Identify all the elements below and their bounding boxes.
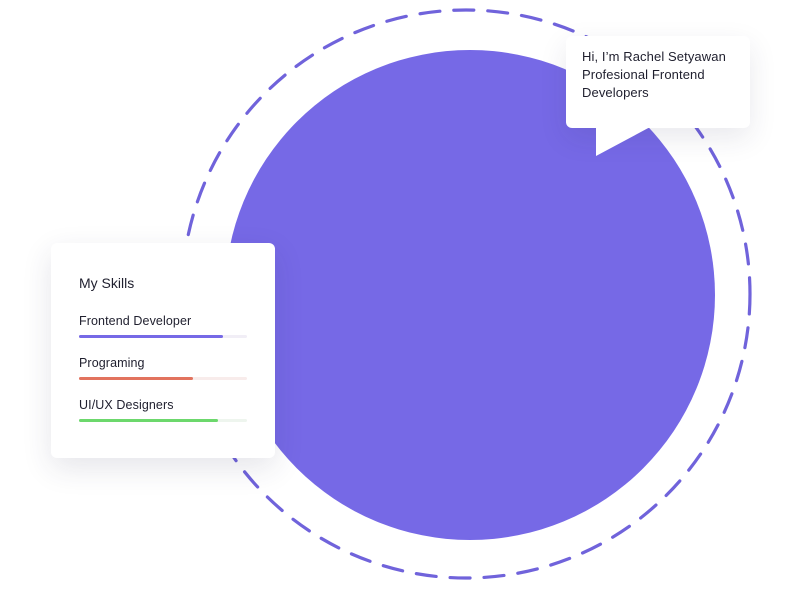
skills-title: My Skills bbox=[79, 275, 135, 291]
intro-line-2: Profesional Frontend bbox=[582, 67, 705, 82]
skill-label: Frontend Developer bbox=[79, 314, 192, 328]
skill-bar-track bbox=[79, 377, 247, 380]
skill-frontend-developer: Frontend Developer bbox=[79, 313, 247, 338]
skill-label: Programing bbox=[79, 356, 145, 370]
intro-line-1: Hi, I’m Rachel Setyawan bbox=[582, 49, 726, 64]
intro-speech-bubble: Hi, I’m Rachel Setyawan Profesional Fron… bbox=[566, 36, 750, 156]
skill-ui-ux-designers: UI/UX Designers bbox=[79, 397, 247, 422]
intro-line-3: Developers bbox=[582, 85, 649, 100]
skill-bar-track bbox=[79, 335, 247, 338]
skill-label: UI/UX Designers bbox=[79, 398, 174, 412]
skill-programing: Programing bbox=[79, 355, 247, 380]
skill-bar-fill bbox=[79, 377, 194, 380]
skill-bar-fill bbox=[79, 419, 219, 422]
skills-card: My Skills Frontend Developer Programing … bbox=[51, 243, 275, 458]
speech-bubble-tail bbox=[596, 126, 652, 156]
profile-circle bbox=[225, 50, 715, 540]
skill-bar-fill bbox=[79, 335, 224, 338]
skill-bar-track bbox=[79, 419, 247, 422]
